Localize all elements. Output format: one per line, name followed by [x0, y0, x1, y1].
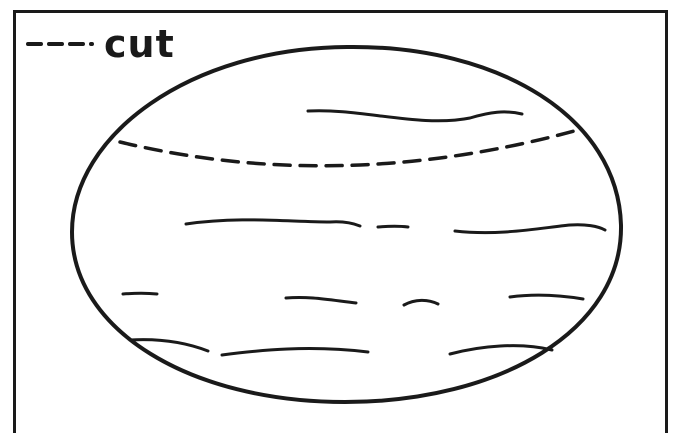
- legend: cut: [26, 24, 175, 64]
- texture-line: [123, 293, 157, 294]
- texture-line: [450, 346, 552, 354]
- texture-line: [186, 220, 360, 226]
- cut-line: [120, 130, 578, 166]
- texture-line: [286, 297, 356, 303]
- legend-dashed-swatch: [26, 34, 94, 54]
- texture-line: [222, 349, 368, 355]
- texture-line: [510, 295, 583, 299]
- texture-line: [308, 111, 522, 121]
- texture-line: [404, 300, 438, 305]
- texture-lines: [123, 111, 605, 355]
- texture-line: [378, 226, 408, 227]
- texture-line: [455, 225, 605, 233]
- legend-label: cut: [104, 25, 175, 63]
